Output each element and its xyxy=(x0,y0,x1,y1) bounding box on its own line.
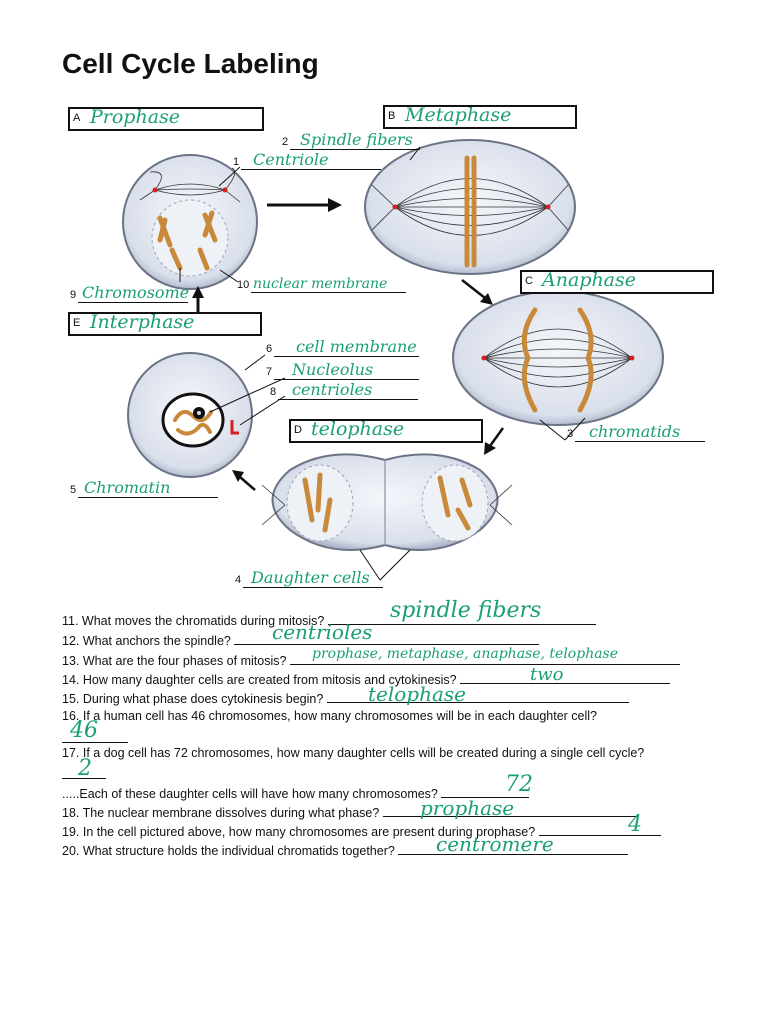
question-text: .....Each of these daughter cells will h… xyxy=(62,787,438,801)
question-18: 18. The nuclear membrane dissolves durin… xyxy=(62,804,638,820)
question-text: 16. If a human cell has 46 chromosomes, … xyxy=(62,709,597,723)
answer-13: prophase, metaphase, anaphase, telophase xyxy=(312,646,619,662)
question-text: 17. If a dog cell has 72 chromosomes, ho… xyxy=(62,746,645,760)
answer-blank[interactable] xyxy=(62,766,106,779)
question-14: 14. How many daughter cells are created … xyxy=(62,671,671,687)
answer-18: prophase xyxy=(420,796,515,820)
label-2[interactable]: 2 Spindle fibers xyxy=(282,130,422,150)
label-answer: Daughter cells xyxy=(251,568,370,587)
phase-box-c[interactable]: C Anaphase xyxy=(520,269,714,294)
label-answer: cell membrane xyxy=(296,337,417,356)
question-text: 20. What structure holds the individual … xyxy=(62,844,395,858)
box-letter: C xyxy=(525,275,533,287)
answer-blank[interactable] xyxy=(538,823,661,836)
answer-19: 4 xyxy=(628,812,642,837)
question-17-blank xyxy=(62,766,106,782)
telophase-cell xyxy=(261,453,513,551)
answer-blank[interactable] xyxy=(382,804,638,817)
question-11: 11. What moves the chromatids during mit… xyxy=(62,612,596,628)
label-number: 7 xyxy=(266,366,273,378)
box-answer: Interphase xyxy=(90,311,195,333)
box-letter: D xyxy=(294,424,302,436)
label-number: 6 xyxy=(266,343,273,355)
question-text: 18. The nuclear membrane dissolves durin… xyxy=(62,806,380,820)
answer-15: telophase xyxy=(368,682,467,706)
answer-blank[interactable] xyxy=(289,652,680,665)
answer-blank[interactable] xyxy=(398,842,629,855)
answer-14: two xyxy=(530,664,564,685)
label-4[interactable]: 4 Daughter cells xyxy=(235,568,385,588)
answer-blank[interactable] xyxy=(62,730,128,743)
label-number: 4 xyxy=(235,574,242,586)
label-answer: centrioles xyxy=(292,380,373,399)
answer-12: centrioles xyxy=(272,620,373,644)
box-answer: Anaphase xyxy=(542,269,637,291)
question-16: 16. If a human cell has 46 chromosomes, … xyxy=(62,709,597,723)
question-17b: .....Each of these daughter cells will h… xyxy=(62,785,530,801)
label-number: 1 xyxy=(233,156,240,168)
question-12: 12. What anchors the spindle? xyxy=(62,632,540,648)
box-letter: E xyxy=(73,317,81,329)
label-answer: Centriole xyxy=(253,150,329,169)
label-7[interactable]: 7 Nucleolus xyxy=(266,360,421,380)
interphase-cell xyxy=(127,352,253,478)
answer-17: 2 xyxy=(78,756,92,781)
label-10[interactable]: 10 nuclear membrane xyxy=(237,273,407,293)
question-15: 15. During what phase does cytokinesis b… xyxy=(62,690,629,706)
label-3[interactable]: 3 chromatids xyxy=(567,422,707,442)
label-1[interactable]: 1 Centriole xyxy=(233,150,383,170)
answer-17b: 72 xyxy=(505,772,533,797)
answer-20: centromere xyxy=(436,832,554,856)
box-answer: Prophase xyxy=(90,106,181,128)
page-title: Cell Cycle Labeling xyxy=(62,48,319,79)
question-text: 19. In the cell pictured above, how many… xyxy=(62,825,536,839)
label-number: 8 xyxy=(270,386,277,398)
box-letter: A xyxy=(73,112,81,124)
anaphase-cell xyxy=(452,290,664,426)
question-text: 11. What moves the chromatids during mit… xyxy=(62,614,325,628)
box-letter: B xyxy=(388,110,396,122)
question-text: 14. How many daughter cells are created … xyxy=(62,673,457,687)
question-text: 15. During what phase does cytokinesis b… xyxy=(62,692,324,706)
label-8[interactable]: 8 centrioles xyxy=(270,380,420,400)
question-20: 20. What structure holds the individual … xyxy=(62,842,629,858)
label-number: 3 xyxy=(567,428,574,440)
question-13: 13. What are the four phases of mitosis? xyxy=(62,652,680,668)
label-5[interactable]: 5 Chromatin xyxy=(70,478,220,498)
answer-blank[interactable] xyxy=(234,632,540,645)
label-answer: Nucleolus xyxy=(292,360,374,379)
label-answer: Spindle fibers xyxy=(300,130,413,149)
phase-box-e[interactable]: E Interphase xyxy=(68,311,262,336)
phase-box-b[interactable]: B Metaphase xyxy=(383,104,577,129)
label-6[interactable]: 6 cell membrane xyxy=(266,337,421,357)
answer-blank[interactable] xyxy=(441,785,530,798)
answer-blank[interactable] xyxy=(326,690,629,703)
label-9[interactable]: 9 Chromosome xyxy=(70,283,190,303)
question-text: 12. What anchors the spindle? xyxy=(62,634,231,648)
label-answer: Chromatin xyxy=(84,478,171,497)
label-number: 9 xyxy=(70,289,77,301)
question-16-blank xyxy=(62,730,128,746)
answer-11: spindle fibers xyxy=(390,598,542,623)
question-17: 17. If a dog cell has 72 chromosomes, ho… xyxy=(62,746,644,760)
question-text: 13. What are the four phases of mitosis? xyxy=(62,654,287,668)
label-number: 2 xyxy=(282,136,289,148)
cell-cycle-diagram xyxy=(122,139,664,581)
phase-box-a[interactable]: A Prophase xyxy=(68,106,264,131)
question-19: 19. In the cell pictured above, how many… xyxy=(62,823,661,839)
label-answer: chromatids xyxy=(589,422,681,441)
label-answer: Chromosome xyxy=(82,283,190,302)
box-answer: Metaphase xyxy=(405,104,512,126)
label-number: 10 xyxy=(237,279,250,291)
answer-16: 46 xyxy=(70,718,98,743)
prophase-cell xyxy=(122,154,258,290)
box-answer: telophase xyxy=(311,418,405,440)
metaphase-cell xyxy=(364,139,576,275)
phase-box-d[interactable]: D telophase xyxy=(289,418,483,443)
label-answer: nuclear membrane xyxy=(253,276,388,292)
answer-blank[interactable] xyxy=(327,612,596,625)
answer-blank[interactable] xyxy=(460,671,671,684)
label-number: 5 xyxy=(70,484,77,496)
